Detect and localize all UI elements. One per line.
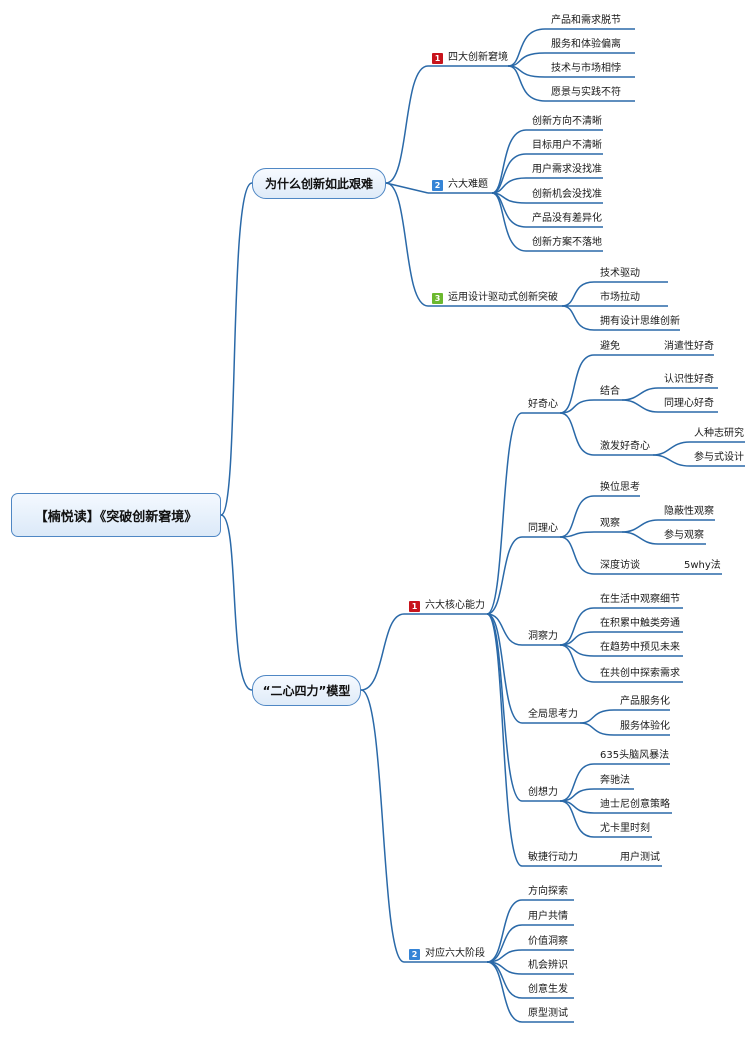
leaf-item[interactable]: 认识性好奇 <box>664 374 714 385</box>
topic-label: 六大难题 <box>448 179 488 190</box>
leaf-item[interactable]: 技术与市场相悖 <box>551 63 621 74</box>
topic-six-core-abilities[interactable]: 1 六大核心能力 <box>409 600 485 612</box>
topic-agile-action[interactable]: 敏捷行动力 <box>528 852 578 863</box>
topic-deep-interview[interactable]: 深度访谈 <box>600 560 640 571</box>
leaf-item[interactable]: 拥有设计思维创新 <box>600 316 680 327</box>
leaf-item[interactable]: 635头脑风暴法 <box>600 750 670 761</box>
priority-3-icon: 3 <box>432 293 443 304</box>
leaf-item[interactable]: 换位思考 <box>600 482 640 493</box>
leaf-item[interactable]: 参与观察 <box>664 530 704 541</box>
priority-1-icon: 1 <box>409 601 420 612</box>
topic-label: 对应六大阶段 <box>425 948 485 959</box>
topic-label: 四大创新窘境 <box>448 52 508 63</box>
leaf-item[interactable]: 在积累中触类旁通 <box>600 618 680 629</box>
topic-label: 运用设计驱动式创新突破 <box>448 292 558 303</box>
leaf-item[interactable]: 在趋势中预见未来 <box>600 642 680 653</box>
priority-2-icon: 2 <box>432 180 443 191</box>
leaf-item[interactable]: 尤卡里时刻 <box>600 823 650 834</box>
leaf-item[interactable]: 技术驱动 <box>600 268 640 279</box>
leaf-item[interactable]: 5why法 <box>684 560 721 571</box>
leaf-item[interactable]: 参与式设计 <box>694 452 744 463</box>
topic-curiosity[interactable]: 好奇心 <box>528 399 558 410</box>
root-topic[interactable]: 【楠悦读】《突破创新窘境》 <box>11 493 221 537</box>
leaf-item[interactable]: 服务和体验偏离 <box>551 39 621 50</box>
leaf-item[interactable]: 奔驰法 <box>600 775 630 786</box>
leaf-item[interactable]: 产品服务化 <box>620 696 670 707</box>
leaf-item[interactable]: 在生活中观察细节 <box>600 594 680 605</box>
leaf-item[interactable]: 用户需求没找准 <box>532 164 602 175</box>
topic-creativity[interactable]: 创想力 <box>528 787 558 798</box>
leaf-item[interactable]: 机会辨识 <box>528 960 568 971</box>
leaf-item[interactable]: 创意生发 <box>528 984 568 995</box>
leaf-item[interactable]: 同理心好奇 <box>664 398 714 409</box>
leaf-item[interactable]: 创新方向不清晰 <box>532 116 602 127</box>
leaf-item[interactable]: 创新机会没找准 <box>532 189 602 200</box>
leaf-item[interactable]: 愿景与实践不符 <box>551 87 621 98</box>
leaf-item[interactable]: 消遣性好奇 <box>664 341 714 352</box>
leaf-item[interactable]: 价值洞察 <box>528 936 568 947</box>
main-topic-why-hard[interactable]: 为什么创新如此艰难 <box>252 168 386 199</box>
main-topic-model[interactable]: “二心四力”模型 <box>252 675 361 706</box>
topic-label: 六大核心能力 <box>425 600 485 611</box>
topic-inspire-curiosity[interactable]: 激发好奇心 <box>600 441 650 452</box>
leaf-item[interactable]: 服务体验化 <box>620 721 670 732</box>
leaf-item[interactable]: 产品没有差异化 <box>532 213 602 224</box>
topic-six-stages[interactable]: 2 对应六大阶段 <box>409 948 485 960</box>
leaf-item[interactable]: 用户共情 <box>528 911 568 922</box>
topic-six-problems[interactable]: 2 六大难题 <box>432 179 488 191</box>
leaf-item[interactable]: 人种志研究 <box>694 428 744 439</box>
topic-design-driven[interactable]: 3 运用设计驱动式创新突破 <box>432 292 558 304</box>
leaf-item[interactable]: 市场拉动 <box>600 292 640 303</box>
topic-four-dilemmas[interactable]: 1 四大创新窘境 <box>432 52 508 64</box>
leaf-item[interactable]: 隐蔽性观察 <box>664 506 714 517</box>
leaf-item[interactable]: 目标用户不清晰 <box>532 140 602 151</box>
priority-1-icon: 1 <box>432 53 443 64</box>
topic-combine[interactable]: 结合 <box>600 386 620 397</box>
topic-observe[interactable]: 观察 <box>600 518 620 529</box>
leaf-item[interactable]: 用户测试 <box>620 852 660 863</box>
topic-insight[interactable]: 洞察力 <box>528 631 558 642</box>
topic-empathy[interactable]: 同理心 <box>528 523 558 534</box>
leaf-item[interactable]: 产品和需求脱节 <box>551 15 621 26</box>
leaf-item[interactable]: 在共创中探索需求 <box>600 668 680 679</box>
leaf-item[interactable]: 方向探索 <box>528 886 568 897</box>
topic-holistic-thinking[interactable]: 全局思考力 <box>528 709 578 720</box>
topic-avoid[interactable]: 避免 <box>600 341 620 352</box>
leaf-item[interactable]: 迪士尼创意策略 <box>600 799 670 810</box>
priority-2-icon: 2 <box>409 949 420 960</box>
leaf-item[interactable]: 原型测试 <box>528 1008 568 1019</box>
leaf-item[interactable]: 创新方案不落地 <box>532 237 602 248</box>
